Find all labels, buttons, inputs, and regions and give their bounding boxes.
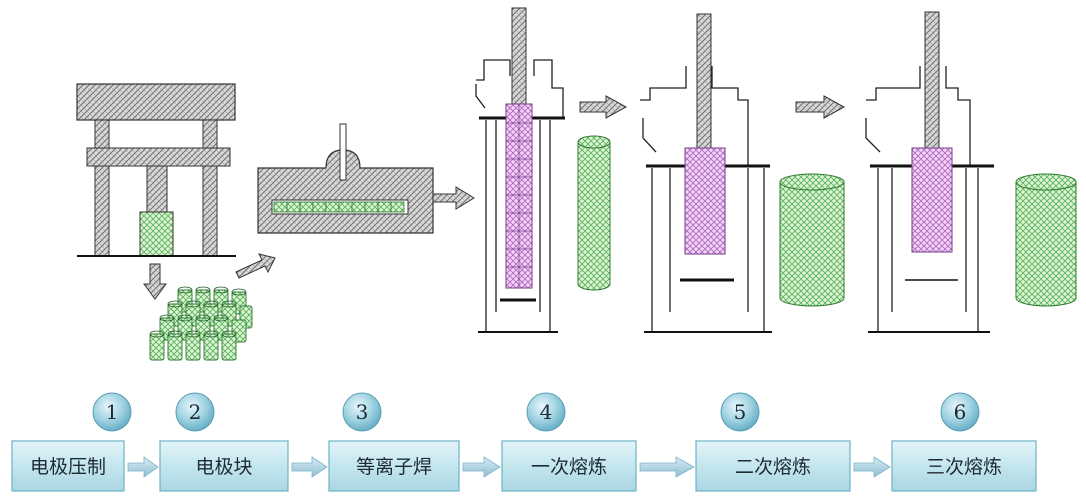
step-label-4: 一次熔炼 — [531, 456, 607, 478]
press-down-arrow — [143, 263, 167, 300]
press-machine — [76, 83, 236, 257]
step-label-2: 电极块 — [195, 456, 252, 478]
step-circle-6: 6 — [940, 392, 980, 432]
flow-arrow-2-3 — [291, 456, 328, 478]
flow-arrow-4-5 — [639, 456, 695, 478]
step-label-6: 三次熔炼 — [926, 456, 1002, 478]
step-circle-3: 3 — [342, 392, 382, 432]
step-number-1: 1 — [106, 400, 119, 424]
electrode-block-pile — [149, 286, 253, 361]
step-circle-2: 2 — [175, 392, 215, 432]
step-box-3: 等离子焊 — [328, 440, 460, 492]
step-number-2: 2 — [189, 400, 202, 424]
step-box-1: 电极压制 — [11, 440, 125, 492]
ingot-first — [577, 135, 611, 291]
flow-arrow-3-4 — [462, 456, 501, 478]
ingot-third — [1015, 173, 1077, 307]
flow-arrow-1-2 — [127, 456, 159, 478]
furnace-first — [475, 7, 565, 333]
step-box-6: 三次熔炼 — [891, 440, 1037, 492]
step-number-3: 3 — [356, 400, 369, 424]
step-circle-4: 4 — [526, 392, 566, 432]
step-number-4: 4 — [540, 400, 553, 424]
step-label-1: 电极压制 — [30, 456, 106, 478]
ingot-second — [779, 173, 845, 307]
furnace-third — [865, 11, 994, 333]
furnace-second — [640, 13, 772, 333]
process-flow: 1 2 3 4 5 6 电极压制 电极块 — [11, 392, 1037, 492]
plasma-welder — [257, 123, 434, 234]
step-box-5: 二次熔炼 — [695, 440, 851, 492]
welder-output-arrow — [432, 186, 475, 210]
step-circle-1: 1 — [92, 392, 132, 432]
furnace-arrow-2 — [795, 95, 846, 119]
step-number-6: 6 — [954, 400, 967, 424]
press-diagonal-arrow — [235, 253, 276, 279]
step-box-2: 电极块 — [159, 440, 289, 492]
furnace-arrow-1 — [579, 95, 628, 119]
step-label-3: 等离子焊 — [356, 456, 432, 478]
step-number-5: 5 — [734, 400, 747, 424]
step-box-4: 一次熔炼 — [501, 440, 637, 492]
flow-arrow-5-6 — [853, 456, 891, 478]
step-label-5: 二次熔炼 — [735, 456, 811, 478]
step-circle-5: 5 — [720, 392, 760, 432]
